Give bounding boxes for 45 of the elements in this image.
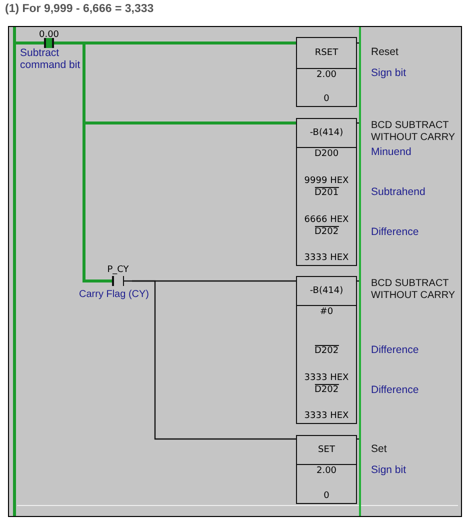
power-rail	[13, 27, 16, 516]
operand-address: 2.00	[316, 70, 337, 81]
instruction-name: -B(414)	[297, 277, 356, 306]
operand-address: D202	[314, 226, 339, 237]
wire	[60, 42, 104, 282]
instruction-box	[296, 435, 357, 504]
contact-comment: Carry Flag (CY)	[79, 289, 150, 301]
operand-address: #0	[320, 307, 334, 318]
contact-address: P_CY	[107, 265, 129, 276]
operand-address: 2.00	[316, 466, 337, 477]
operand-comment: Sign bit	[371, 464, 406, 476]
operand-address: D200	[314, 149, 339, 160]
current-value: 9999 HEX	[304, 176, 349, 187]
operand-comment: Subtrahend	[371, 186, 426, 198]
instruction-comment: BCD SUBTRACT WITHOUT CARRY	[371, 278, 456, 302]
instruction-comment: BCD SUBTRACT WITHOUT CARRY	[371, 120, 456, 144]
operand-address: D201	[314, 187, 339, 198]
wire	[132, 280, 296, 440]
current-value: 3333 HEX	[304, 253, 349, 264]
current-value: 0	[324, 491, 330, 502]
operand-comment: Sign bit	[371, 67, 406, 79]
instruction-comment: Set	[371, 443, 387, 455]
contact-address: 0.00	[38, 30, 60, 41]
contact-symbol	[104, 265, 132, 289]
instruction-comment: Reset	[371, 46, 398, 58]
operand-comment: Difference	[371, 384, 419, 396]
instruction-name: -B(414)	[297, 119, 356, 148]
current-value: 3333 HEX	[304, 373, 349, 384]
contact-symbol	[38, 30, 60, 50]
instruction-name: SET	[297, 436, 356, 465]
contact-comment: Subtract command bit	[20, 47, 82, 71]
instruction-box	[296, 37, 357, 107]
wire	[16, 42, 38, 44]
instruction-name: RSET	[297, 38, 356, 69]
current-value: 0	[324, 94, 330, 105]
operand-comment: Difference	[371, 344, 419, 356]
current-value: 6666 HEX	[304, 215, 349, 226]
operand-comment: Minuend	[371, 146, 412, 158]
diagram-title: (1) For 9,999 - 6,666 = 3,333	[5, 2, 154, 16]
instruction-box	[296, 276, 357, 424]
operand-address: D202	[314, 345, 339, 356]
operand-comment: Difference	[371, 226, 419, 238]
current-value: 3333 HEX	[304, 411, 349, 422]
operand-address: D202	[314, 384, 339, 395]
instruction-box	[296, 118, 357, 266]
